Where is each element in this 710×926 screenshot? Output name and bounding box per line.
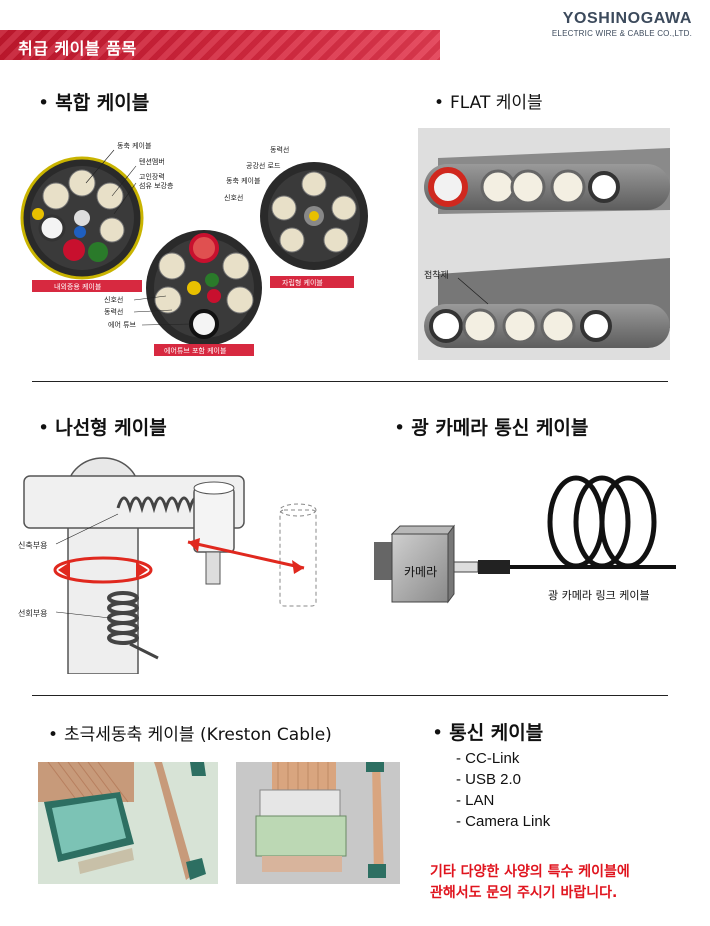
list-item: - USB 2.0 <box>456 771 522 788</box>
camera-cable-caption: 광 카메라 링크 케이블 <box>548 589 650 602</box>
label-tension-member: 텐션멤버 <box>139 157 165 166</box>
brand-subtitle: ELECTRIC WIRE & CABLE CO.,LTD. <box>551 29 692 38</box>
section-title-flat: •FLAT 케이블 <box>434 93 543 113</box>
brand-logo: YOSHINOGAWA ELECTRIC WIRE & CABLE CO.,LT… <box>522 10 692 38</box>
tag-airtube-cable: 에어튜브 포함 케이블 <box>164 346 227 355</box>
label-coax: 동축 케이블 <box>117 141 152 150</box>
label-camera: 카메라 <box>404 565 437 579</box>
list-item: - Camera Link <box>456 813 551 830</box>
kreston-photo-1 <box>38 762 218 884</box>
label-rotate: 선회부용 <box>18 609 47 618</box>
label-stretch: 신축부용 <box>18 541 47 550</box>
label-power: 동력선 <box>104 307 123 316</box>
label-high-strength: 고인장력 <box>139 172 165 181</box>
bullet-icon: • <box>394 417 406 439</box>
section-title-camera: •광 카메라 통신 케이블 <box>394 417 589 439</box>
label-signal-2: 신호선 <box>224 193 243 202</box>
composite-cable-illustration: 동축 케이블 텐션멤버 고인장력 섬유 보강층 내외증용 케이블 신호선 동력선… <box>20 141 368 356</box>
bullet-icon: • <box>38 92 50 114</box>
label-adhesive: 접착제 <box>424 269 449 281</box>
spiral-cable-figure: 신축부용 선회부용 <box>18 448 338 675</box>
label-air-tube: 에어 튜브 <box>108 320 137 329</box>
contact-notice: 기타 다양한 사양의 특수 케이블에 관해서도 문의 주시기 바랍니다. <box>430 862 630 904</box>
section-divider <box>32 381 668 382</box>
tag-robot-cable: 자립형 케이블 <box>282 278 323 287</box>
flat-cable-photo: 접착제 <box>418 128 670 360</box>
label-power-2: 동력선 <box>270 145 289 154</box>
bullet-icon: • <box>434 93 445 113</box>
notice-line-2: 관해서도 문의 주시기 바랍니다. <box>430 885 618 901</box>
notice-line-1: 기타 다양한 사양의 특수 케이블에 <box>430 864 630 880</box>
camera-cable-figure: 카메라 광 카메라 링크 케이블 <box>370 466 680 616</box>
section-title-spiral: •나선형 케이블 <box>38 417 167 439</box>
section-divider <box>32 695 668 696</box>
camera-cable-illustration: 카메라 광 카메라 링크 케이블 <box>374 475 676 604</box>
label-signal: 신호선 <box>104 295 123 304</box>
brand-name: YOSHINOGAWA <box>562 10 692 27</box>
section-title-composite: •복합 케이블 <box>38 92 150 114</box>
label-steel-rod: 공강선 로드 <box>246 161 281 170</box>
bullet-icon: • <box>38 417 50 439</box>
section-title-comm: •통신 케이블 <box>432 722 544 744</box>
page-title: 취급 케이블 품목 <box>18 39 137 58</box>
bullet-icon: • <box>432 722 444 744</box>
label-coax-2: 동축 케이블 <box>226 176 261 185</box>
flat-cable-illustration: 접착제 <box>418 128 670 360</box>
list-item: - LAN <box>456 792 495 809</box>
kreston-photo-2 <box>236 762 400 884</box>
kreston-illustration-1 <box>38 762 218 884</box>
composite-cable-figure: 동축 케이블 텐션멤버 고인장력 섬유 보강층 내외증용 케이블 신호선 동력선… <box>14 128 374 364</box>
tag-internal-cable: 내외증용 케이블 <box>54 282 102 291</box>
list-item: - CC-Link <box>456 750 520 767</box>
kreston-illustration-2 <box>236 762 400 884</box>
comm-cable-list: - CC-Link - USB 2.0 - LAN - Camera Link <box>456 748 550 832</box>
label-fiber-reinforce: 섬유 보강층 <box>139 181 174 190</box>
header-banner <box>0 30 440 60</box>
spiral-cable-illustration: 신축부용 선회부용 <box>18 457 317 675</box>
bullet-icon: • <box>48 725 59 745</box>
section-title-kreston: •초극세동축 케이블 (Kreston Cable) <box>48 725 332 745</box>
